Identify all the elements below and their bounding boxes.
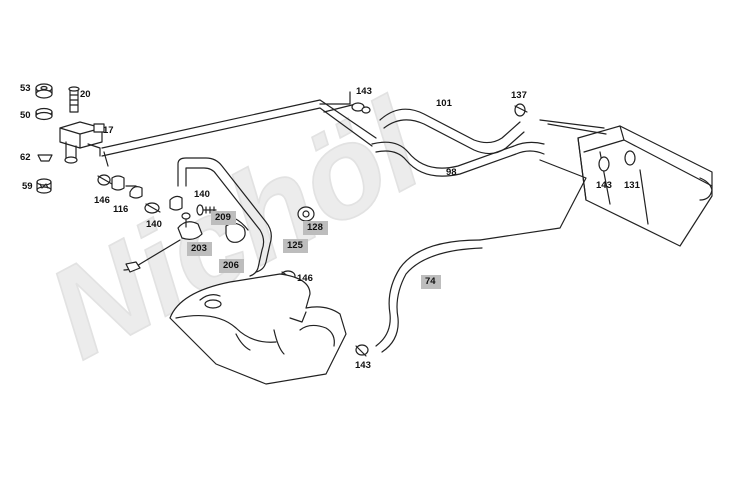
label-part-143-top: 143 [356,86,372,97]
stud-part-20 [68,86,80,113]
pipe-part-125 [177,157,272,277]
fitting-part-116 [111,175,143,199]
label-part-98: 98 [446,167,457,178]
label-part-140-lower: 140 [146,219,162,230]
hose-part-98 [371,141,545,177]
bolt-part-59 [36,178,52,194]
supply-pipe [101,91,377,167]
hose-part-74 [375,239,483,353]
clip-part-62 [37,154,53,162]
label-part-53: 53 [20,83,31,94]
clamp-part-137 [514,103,528,117]
wire-connector [125,261,141,273]
label-part-17: 17 [103,125,114,136]
label-part-146-left: 146 [94,195,110,206]
label-part-62: 62 [20,152,31,163]
label-part-116: 116 [113,204,129,215]
label-part-140-upper: 140 [194,189,210,200]
sensor-part-203 [177,212,203,240]
label-part-209: 209 [211,211,236,225]
label-part-131: 131 [624,180,640,191]
label-part-146-right: 146 [297,273,313,284]
clamp-part-143-bottom [355,344,369,357]
label-part-20: 20 [80,89,91,100]
label-part-125: 125 [283,239,308,253]
engine-block [169,273,347,385]
grommet-part-128 [297,206,315,222]
valve-part-17 [59,121,105,164]
heater-core-box [479,119,713,247]
label-part-203: 203 [187,242,212,256]
label-part-143-bottom: 143 [355,360,371,371]
washer-part-50 [35,107,53,121]
label-part-128: 128 [303,221,328,235]
clamp-part-143-top [351,102,371,114]
label-part-50: 50 [20,110,31,121]
label-part-101: 101 [436,98,452,109]
label-part-143-right: 143 [596,180,612,191]
screw-part-209 [196,204,217,216]
label-part-206: 206 [219,259,244,273]
clamp-part-146-left [97,174,113,186]
label-part-59: 59 [22,181,33,192]
clamp-part-140 [144,195,183,214]
label-part-74: 74 [421,275,441,289]
label-part-137: 137 [511,90,527,101]
nut-part-53 [35,83,53,99]
